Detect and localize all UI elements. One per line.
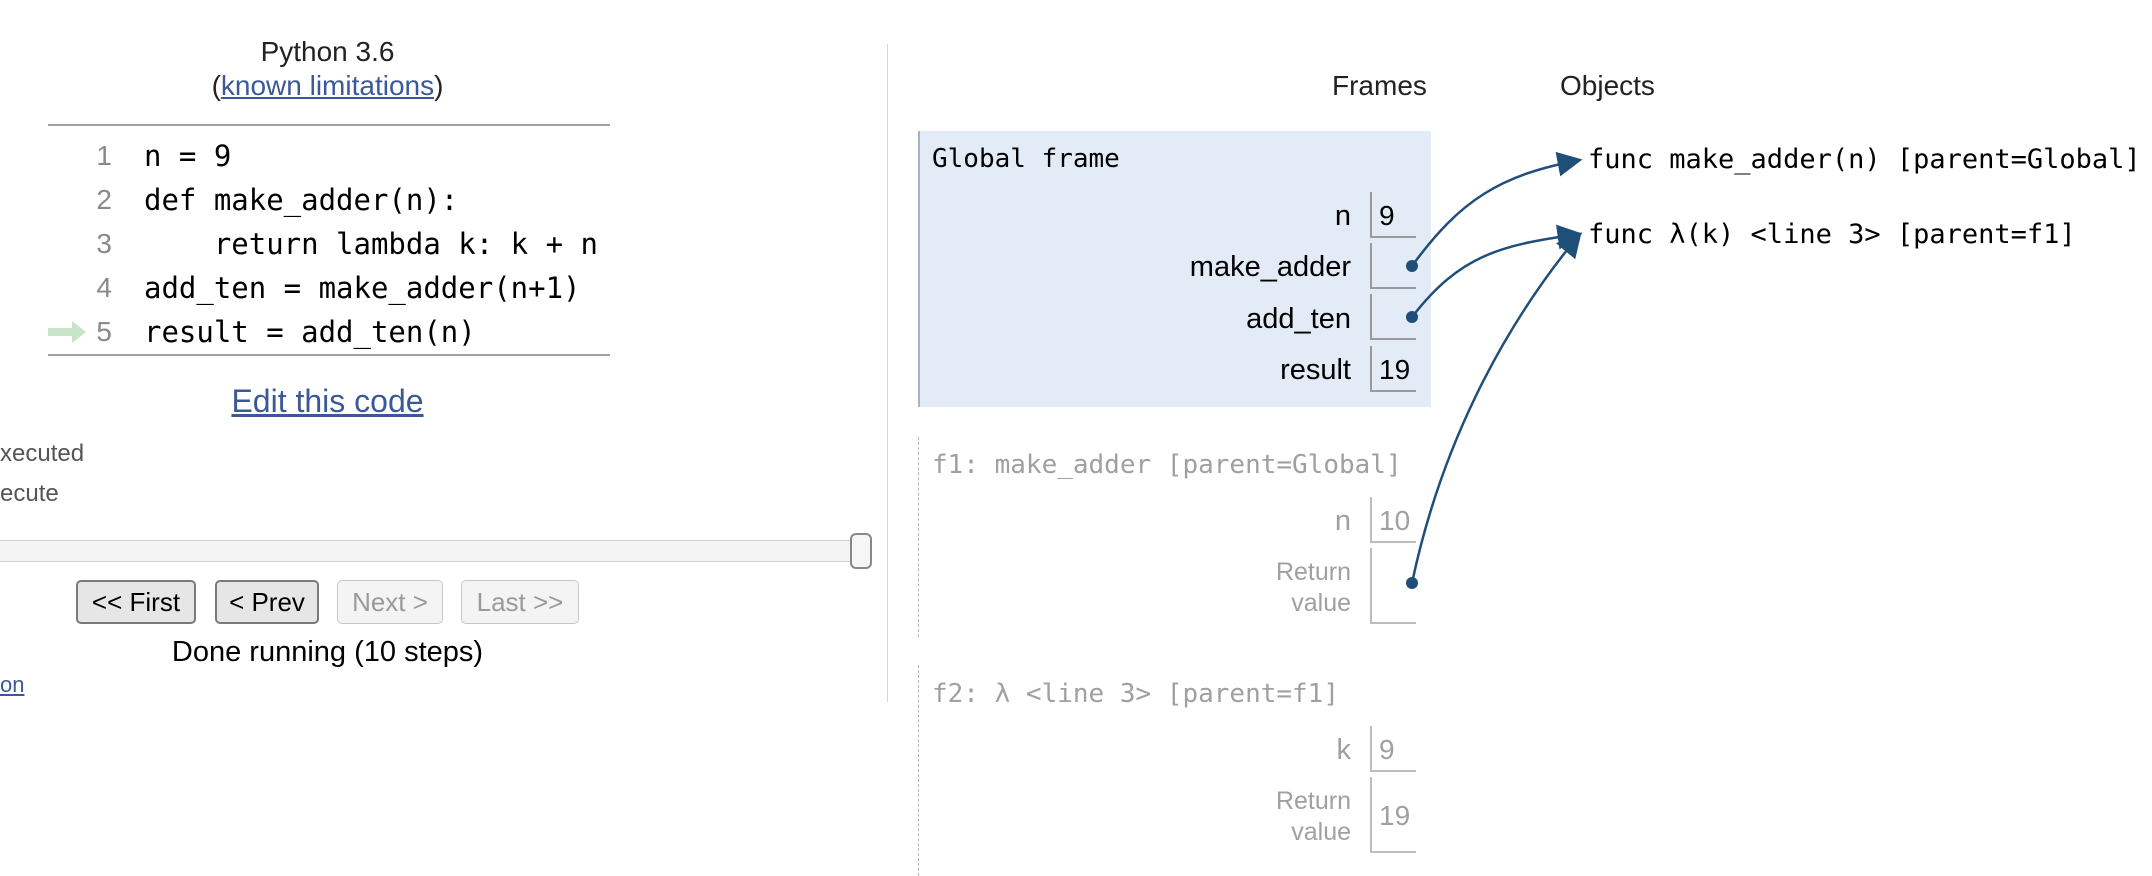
f2-var-cell-k (1370, 726, 1416, 772)
f2-var-name-k: k (1336, 734, 1352, 766)
pointer-arrow-f1-return (1410, 232, 1582, 584)
f1-return-label-1: Return (1275, 558, 1351, 586)
code-bottom-rule (48, 354, 610, 356)
limits-open-paren: ( (211, 70, 221, 101)
next-button[interactable]: Next > (337, 580, 443, 624)
var-name-add-ten: add_ten (1246, 303, 1351, 335)
var-name-result: result (1280, 354, 1351, 386)
code-line: add_ten = make_adder(n+1) (144, 271, 581, 305)
language-limitations: (known limitations) (0, 70, 655, 102)
f2-var-value-k: 9 (1379, 734, 1395, 765)
var-cell-result (1370, 346, 1416, 392)
f1-var-cell-n (1370, 497, 1416, 543)
f2-frame (918, 665, 1431, 876)
var-value-result: 19 (1379, 354, 1411, 385)
f1-frame-title: f1: make_adder [parent=Global] (932, 450, 1402, 480)
var-cell-make-adder (1370, 243, 1416, 289)
f2-return-value: 19 (1379, 800, 1411, 831)
line-number: 5 (96, 316, 112, 347)
edit-code-link[interactable]: Edit this code (231, 383, 424, 419)
f1-return-cell (1370, 548, 1416, 624)
f1-var-value-n: 10 (1379, 505, 1411, 536)
legend-execute-text: ecute (0, 480, 59, 507)
var-name-make-adder: make_adder (1189, 251, 1351, 283)
execution-status: Done running (10 steps) (171, 636, 484, 668)
pointer-arrow-add-ten (1411, 224, 1583, 318)
known-limitations-link[interactable]: known limitations (220, 70, 435, 101)
global-frame-title: Global frame (932, 144, 1120, 174)
line-number: 2 (96, 184, 112, 215)
pane-divider (887, 44, 888, 702)
code-line: n = 9 (144, 139, 232, 173)
var-cell-n (1370, 192, 1416, 238)
f1-return-label-2: value (1291, 589, 1351, 617)
code-top-rule (48, 124, 610, 126)
frames-header: Frames (1332, 70, 1427, 101)
objects-header: Objects (1560, 70, 1655, 101)
last-button[interactable]: Last >> (461, 580, 579, 624)
f1-var-name-n: n (1334, 505, 1351, 537)
code-line: return lambda k: k + n (144, 227, 598, 261)
bottom-link[interactable]: on (0, 672, 25, 697)
line-number: 4 (96, 272, 112, 303)
object-make-adder-func: func make_adder(n) [parent=Global] (1588, 144, 2141, 175)
pointer-arrow-make-adder (1410, 151, 1583, 267)
f1-frame (918, 437, 1431, 637)
step-slider-track[interactable] (0, 540, 867, 562)
f2-return-label-2: value (1291, 818, 1351, 846)
f2-return-cell (1370, 777, 1416, 853)
f2-return-label-1: Return (1275, 787, 1351, 815)
first-button[interactable]: << First (76, 580, 196, 624)
object-lambda-func: func λ(k) <line 3> [parent=f1] (1588, 219, 2076, 250)
prev-button[interactable]: < Prev (215, 580, 319, 624)
code-line: result = add_ten(n) (144, 315, 476, 349)
line-number: 3 (96, 228, 112, 259)
current-line-arrow-icon (48, 321, 86, 343)
language-title: Python 3.6 (260, 36, 395, 67)
var-value-n: 9 (1379, 200, 1395, 231)
step-slider-handle[interactable] (850, 533, 872, 569)
var-cell-add-ten (1370, 294, 1416, 340)
limits-close-paren: ) (434, 70, 444, 101)
var-name-n: n (1334, 200, 1351, 232)
line-number: 1 (96, 140, 112, 171)
global-frame (918, 131, 1431, 407)
code-line: def make_adder(n): (144, 183, 459, 217)
legend-executed-text: xecuted (0, 440, 85, 467)
f2-frame-title: f2: λ <line 3> [parent=f1] (932, 679, 1339, 709)
